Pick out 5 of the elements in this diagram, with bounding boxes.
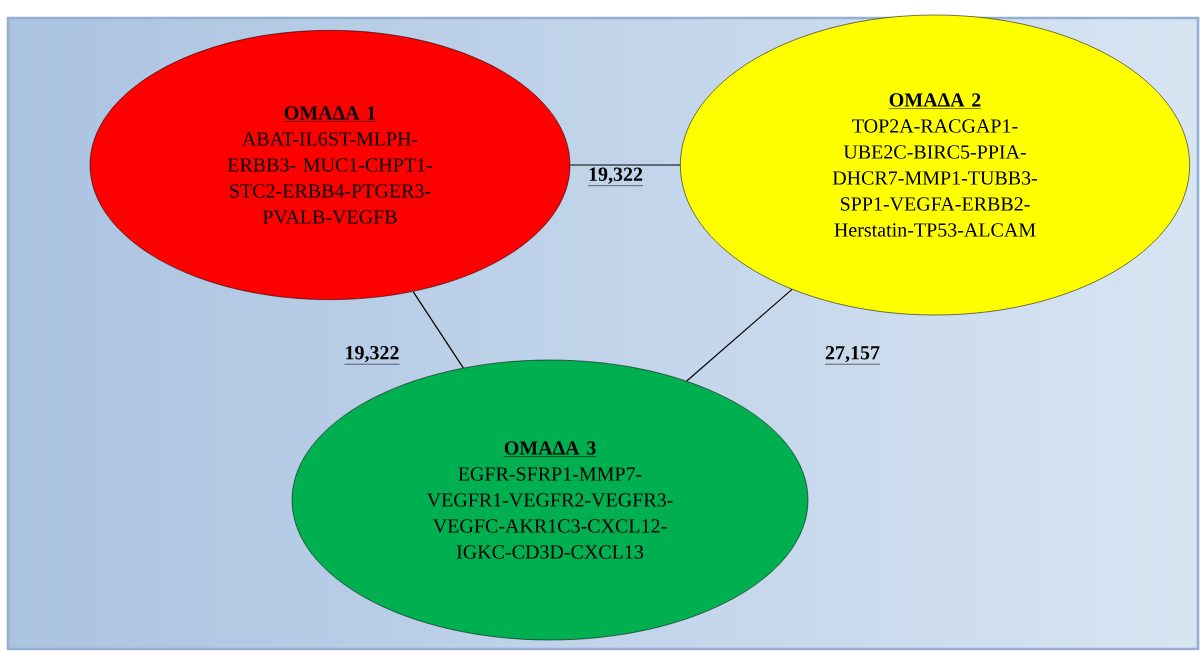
edge-label: 27,157	[824, 346, 881, 365]
edge-label: 19,322	[587, 167, 644, 186]
connector-line	[686, 288, 793, 382]
connector-line	[569, 164, 681, 166]
connector-line	[412, 291, 464, 369]
